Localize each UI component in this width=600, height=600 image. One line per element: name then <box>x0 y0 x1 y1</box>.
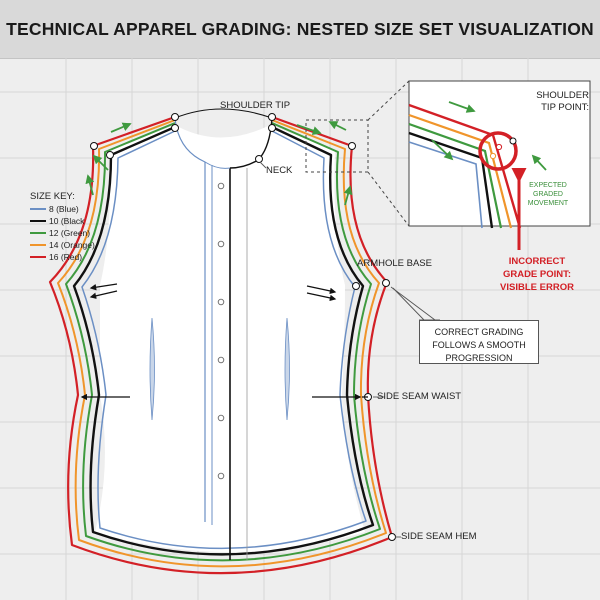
size-key-item: 16 (Red) <box>30 251 82 263</box>
size-key-label: 10 (Black <box>49 216 85 226</box>
nested-size-outlines <box>48 115 394 575</box>
right-dart <box>284 317 290 421</box>
left-dart <box>149 317 155 421</box>
grade-error-label: INCORRECT GRADE POINT: VISIBLE ERROR <box>500 256 574 293</box>
grade-direction-arrows <box>85 121 353 206</box>
size-key-label: 14 (Orange) <box>49 240 95 250</box>
grade-points <box>90 113 396 541</box>
size-key-item: 8 (Blue) <box>30 203 79 215</box>
size-10-outline <box>72 125 375 556</box>
size-key-swatch <box>30 220 46 222</box>
label-side-seam-hem: SIDE SEAM HEM <box>401 531 477 542</box>
inset-size-8-line <box>408 141 483 229</box>
size-key-swatch <box>30 208 46 210</box>
inset-connector <box>305 80 410 227</box>
size-key-label: 12 (Green) <box>49 228 91 238</box>
neckline-placket <box>174 108 273 560</box>
placket-buttons <box>217 182 225 480</box>
size-16-outline <box>48 115 394 575</box>
expected-movement-label: EXPECTED GRADED MOVEMENT <box>527 182 569 207</box>
inset-title: SHOULDER TIP POINT: <box>536 90 589 113</box>
size-8-outline <box>81 130 367 550</box>
title-bar: TECHNICAL APPAREL GRADING: NESTED SIZE S… <box>0 0 600 59</box>
inset-zoom-view <box>408 80 591 250</box>
size-key-title: SIZE KEY: <box>30 191 75 202</box>
size-key-label: 16 (Red) <box>49 252 83 262</box>
size-key-item: 14 (Orange) <box>30 239 95 251</box>
label-shoulder-tip: SHOULDER TIP <box>220 100 291 111</box>
callout-text: CORRECT GRADING FOLLOWS A SMOOTH PROGRES… <box>432 327 526 363</box>
label-armhole-base: ARMHOLE BASE <box>357 258 432 269</box>
size-key-label: 8 (Blue) <box>49 204 79 214</box>
size-key-item: 12 (Green) <box>30 227 90 239</box>
measurement-arrows <box>80 283 368 401</box>
size-14-outline <box>57 119 387 568</box>
correct-grading-callout: CORRECT GRADING FOLLOWS A SMOOTH PROGRES… <box>419 320 539 364</box>
inset-size-12-line <box>408 122 503 229</box>
inset-error-circle <box>478 131 518 171</box>
page-title: TECHNICAL APPAREL GRADING: NESTED SIZE S… <box>6 19 594 39</box>
label-neck: NECK <box>266 165 293 176</box>
size-12-outline <box>65 122 381 562</box>
size-key-swatch <box>30 256 46 258</box>
inset-size-14-line <box>408 113 513 229</box>
size-key-item: 10 (Black <box>30 215 84 227</box>
size-key-swatch <box>30 232 46 234</box>
label-side-seam-waist: SIDE SEAM WAIST <box>377 391 462 402</box>
size-key-swatch <box>30 244 46 246</box>
